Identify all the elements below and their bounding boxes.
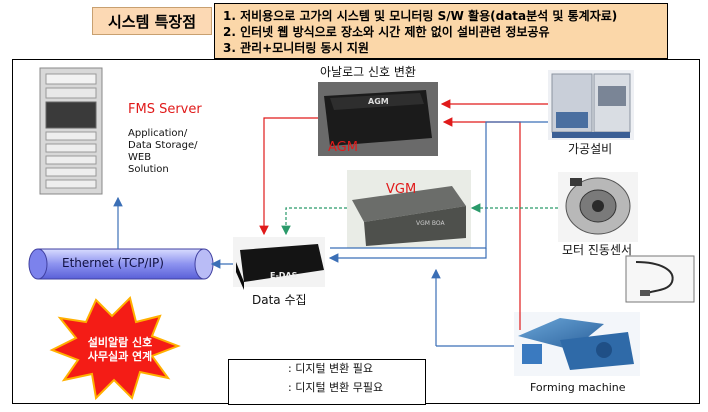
feature-point-1: 1. 저비용으로 고가의 시스템 및 모니터링 S/W 활용(data분석 및 … [223, 9, 618, 23]
vgm-device-text: VGM BOA [416, 220, 445, 227]
server-desc-line: WEB [128, 152, 152, 163]
edas-device-icon: E-DAS [233, 237, 325, 290]
machining-label: 가공설비 [568, 142, 613, 156]
legend-box [228, 359, 426, 405]
server-desc: Application/ Data Storage/ WEB Solution [128, 128, 198, 176]
ethernet-label: Ethernet (TCP/IP) [62, 256, 164, 270]
ethernet-bus-icon [28, 248, 214, 280]
server-desc-line: Data Storage/ [128, 140, 198, 151]
alarm-burst-line: 사무실과 연계 [87, 350, 153, 363]
agm-device-text: AGM [368, 97, 389, 106]
legend-label-blue: : 디지털 변환 무필요 [288, 381, 384, 394]
vgm-label: VGM [386, 182, 417, 197]
alarm-burst-line: 설비알람 신호 [87, 336, 153, 349]
agm-caption: 아날로그 신호 변환 [320, 65, 416, 79]
alarm-burst-icon [49, 296, 181, 401]
legend-label-red: : 디지털 변환 필요 [288, 362, 374, 375]
machining-center-icon [548, 70, 634, 140]
edas-device-text: E-DAS [270, 271, 298, 280]
vgm-device-icon: VGM BOA [347, 170, 471, 248]
agm-device-icon: AGM [318, 82, 438, 156]
server-rack-icon [39, 67, 103, 195]
agm-label: AGM [328, 140, 358, 155]
feature-title: 시스템 특장점 [92, 7, 212, 35]
motor-sensor-icon [558, 172, 638, 242]
feature-point-3: 3. 관리+모니터링 동시 지원 [223, 41, 369, 55]
blue-flow-lines [113, 121, 548, 347]
alarm-burst-text: 설비알람 신호 사무실과 연계 [70, 336, 170, 364]
edas-label: Data 수집 [252, 293, 307, 307]
server-name: FMS Server [128, 102, 202, 117]
sensor-cable-icon [625, 255, 695, 303]
forming-label: Forming machine [530, 381, 626, 394]
sensor-label: 모터 진동센서 [562, 243, 633, 257]
server-desc-line: Application/ [128, 128, 188, 139]
feature-point-2: 2. 인터넷 웹 방식으로 장소와 시간 제한 없이 설비관련 정보공유 [223, 25, 550, 39]
feature-list: 1. 저비용으로 고가의 시스템 및 모니터링 S/W 활용(data분석 및 … [214, 3, 668, 59]
server-desc-line: Solution [128, 164, 169, 175]
forming-machine-icon [514, 312, 640, 376]
